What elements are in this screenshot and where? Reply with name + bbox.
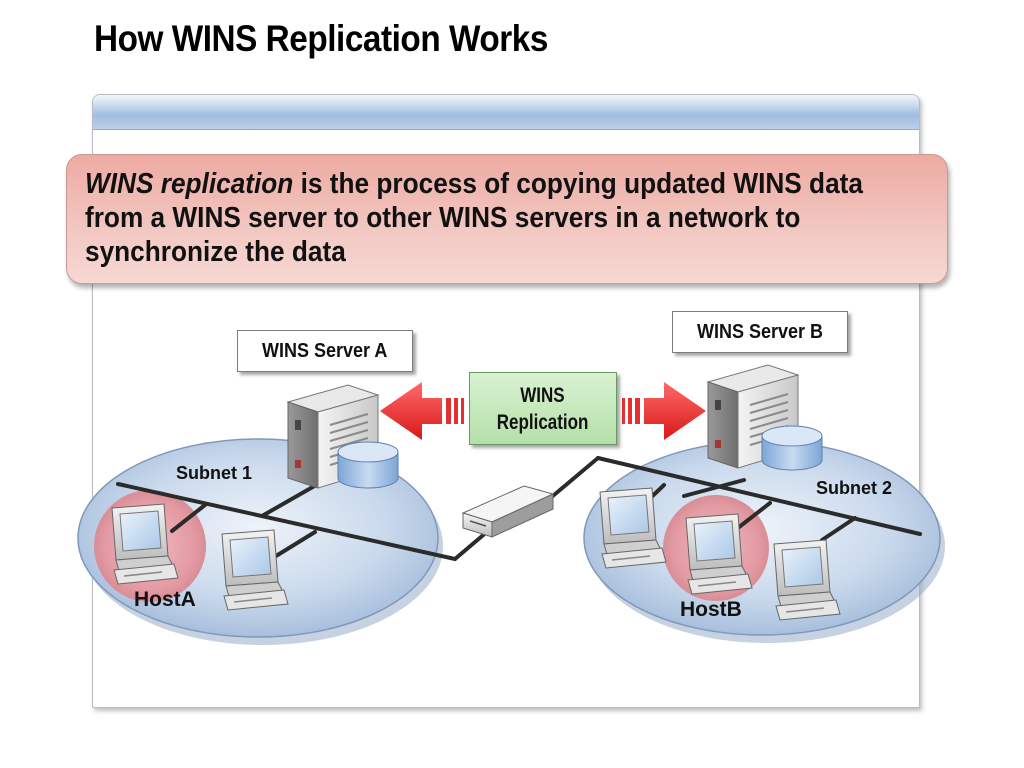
definition-term: WINS replication <box>85 168 294 200</box>
database-b-icon <box>761 425 823 471</box>
subnet2-computer-icon-left <box>599 487 667 569</box>
subnet2-computer-icon-right <box>773 539 841 621</box>
definition-text: WINS replication is the process of copyi… <box>85 167 867 269</box>
replication-line-1: WINS <box>520 383 566 407</box>
hostb-label: HostB <box>680 598 742 621</box>
router-icon <box>461 485 555 538</box>
database-a-icon <box>337 441 399 489</box>
subnet1-computer-icon <box>221 529 289 611</box>
panel-header <box>93 95 919 130</box>
hostb-computer-icon <box>685 513 753 595</box>
definition-body: is the process of copying updated WINS d… <box>85 168 863 268</box>
wins-server-b-icon <box>706 364 800 469</box>
arrow-right-icon <box>622 382 706 440</box>
subnet-2-label: Subnet 2 <box>816 478 893 498</box>
wins-replication-label: WINS Replication <box>469 372 617 445</box>
page-title: How WINS Replication Works <box>94 18 548 59</box>
arrow-left-icon <box>380 382 464 440</box>
hosta-computer-icon <box>111 503 179 585</box>
wins-server-b-label: WINS Server B <box>672 311 848 353</box>
definition-box: WINS replication is the process of copyi… <box>66 154 948 284</box>
hosta-label: HostA <box>134 588 196 611</box>
replication-line-2: Replication <box>497 410 589 434</box>
wins-server-a-label: WINS Server A <box>237 330 413 372</box>
network-cables <box>116 456 922 561</box>
subnet-1-label: Subnet 1 <box>176 463 253 483</box>
